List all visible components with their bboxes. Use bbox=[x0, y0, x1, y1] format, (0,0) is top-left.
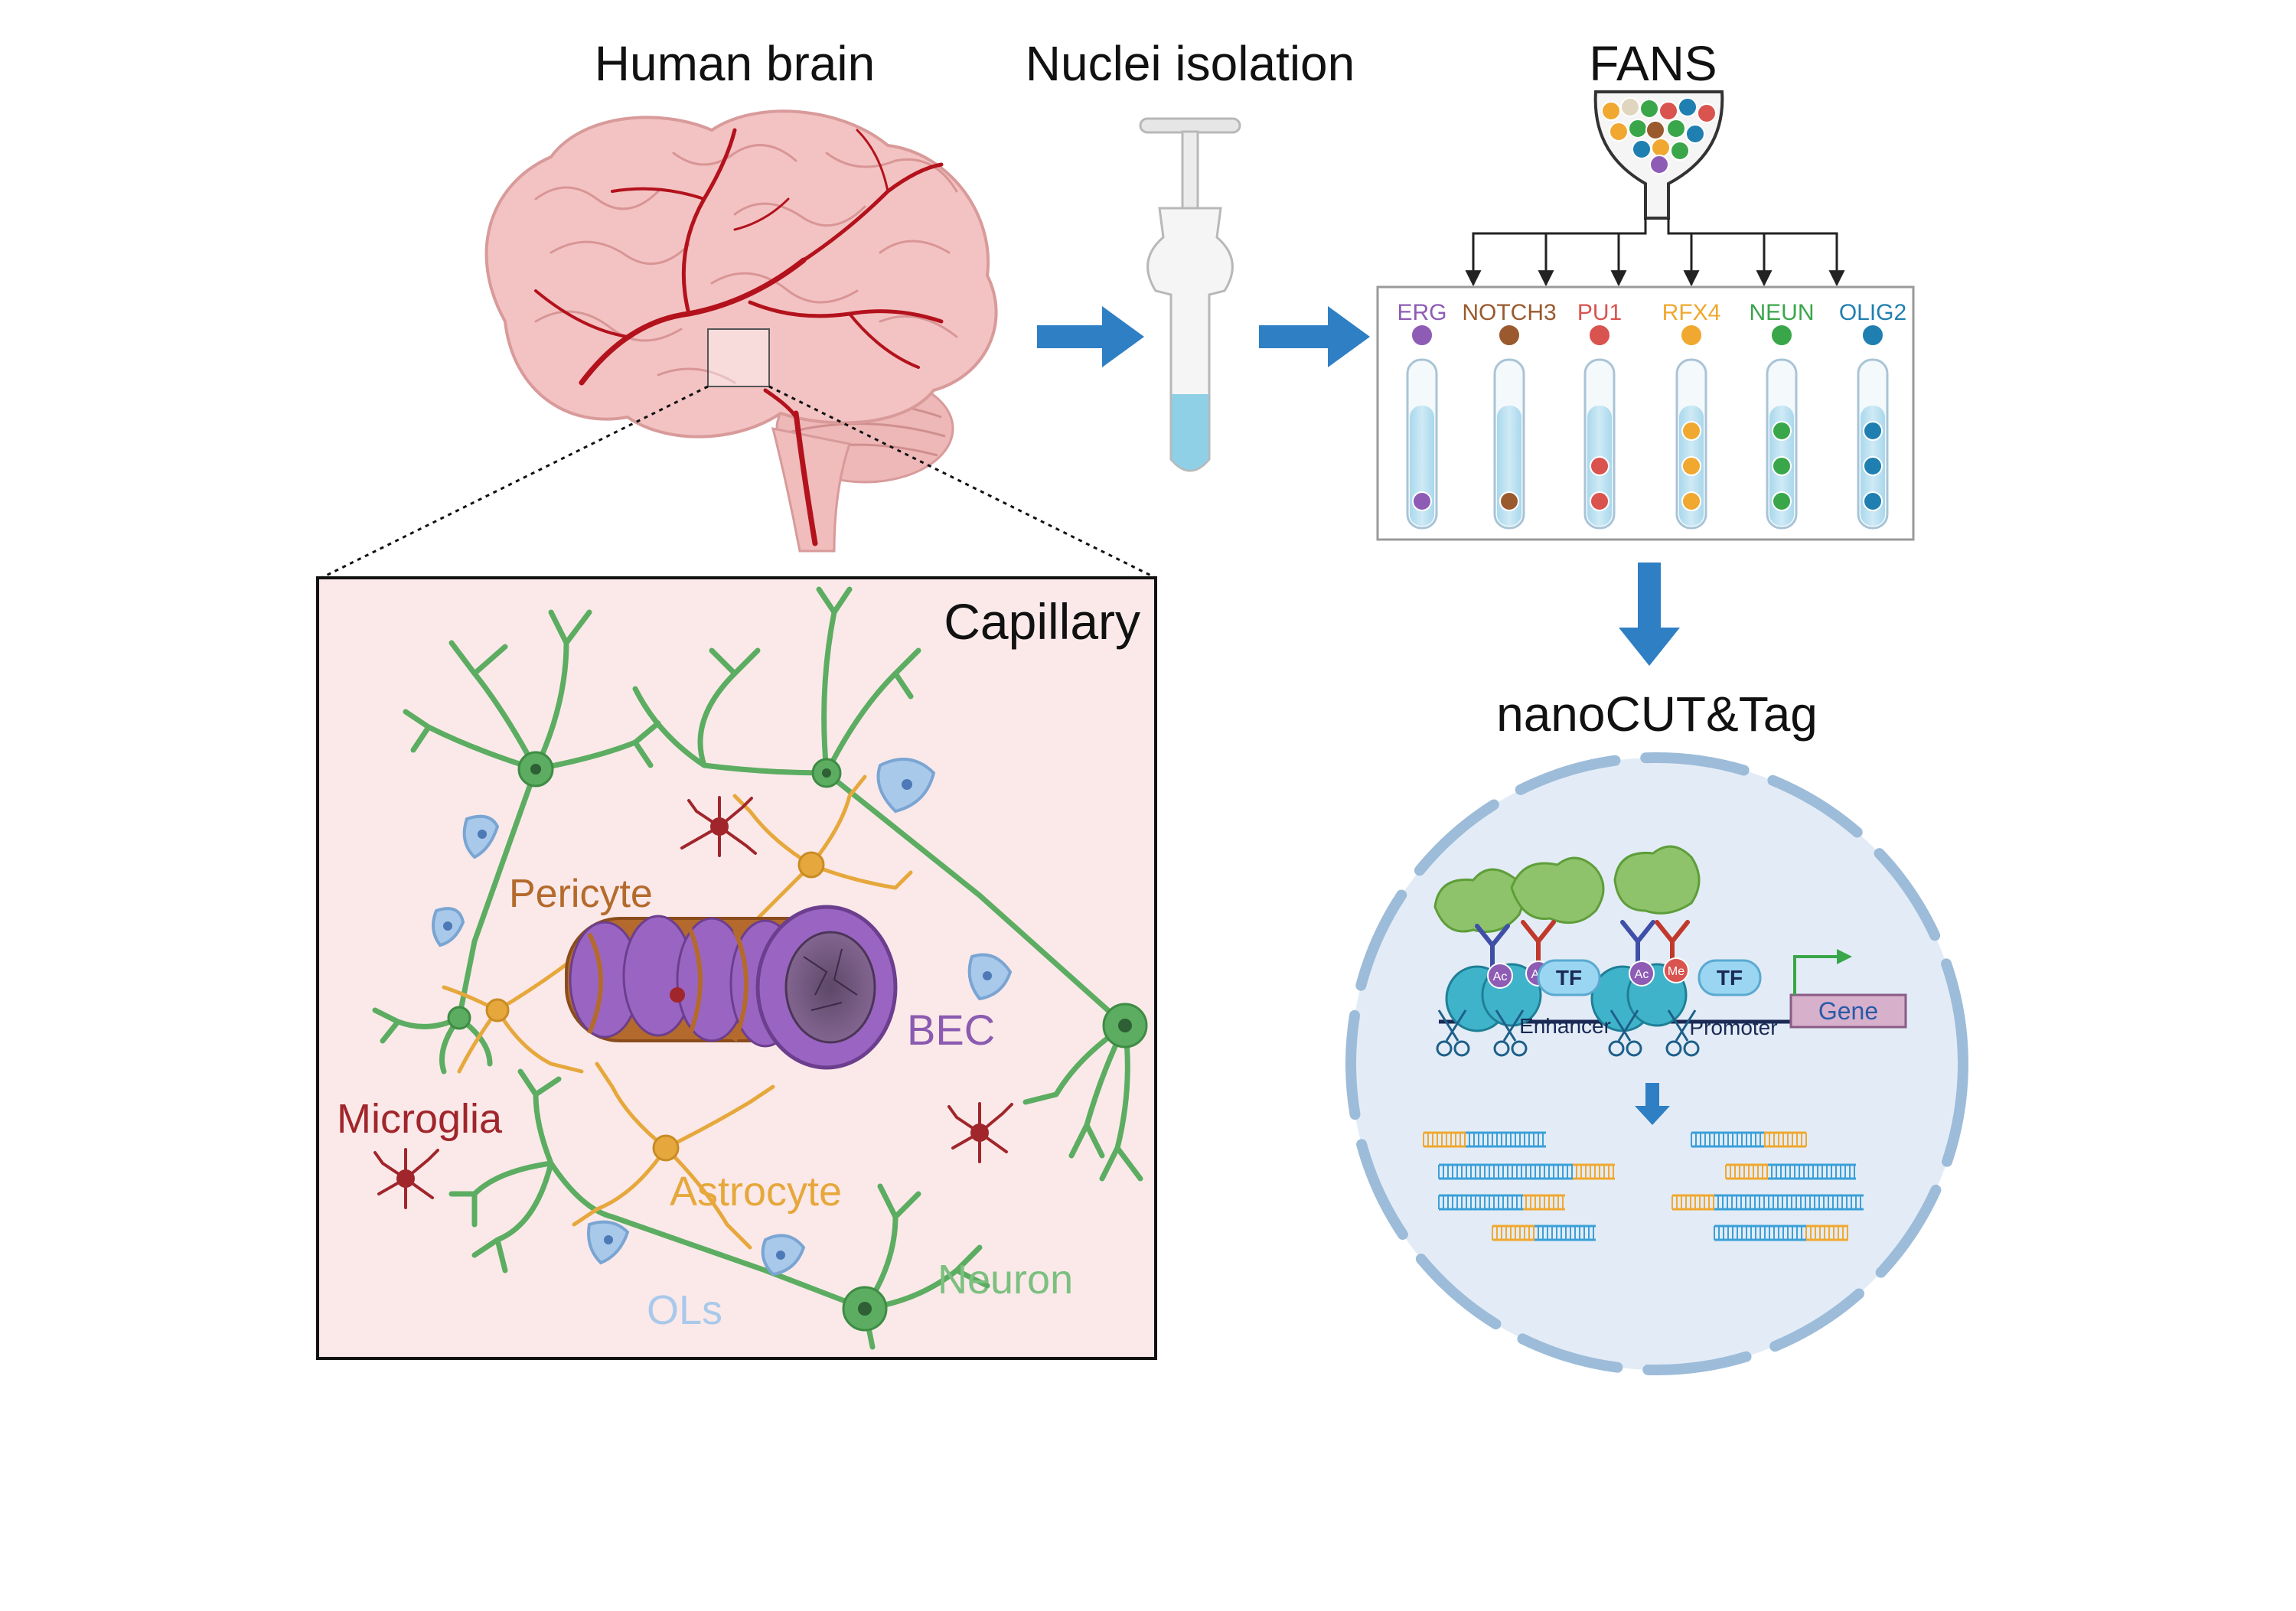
tube-rack-panel bbox=[1376, 285, 1915, 541]
marker-nucleus-rfx4 bbox=[1680, 324, 1703, 347]
bec-label: BEC bbox=[907, 1006, 995, 1054]
marker-label-olig2: OLIG2 bbox=[1839, 300, 1906, 325]
capillary-vessel bbox=[565, 905, 898, 1070]
dna-fragment bbox=[1492, 1225, 1596, 1241]
sorted-nuclei-cluster bbox=[1601, 97, 1717, 174]
tube-nucleus bbox=[1681, 456, 1701, 476]
scissors-icons bbox=[1436, 1009, 1700, 1057]
tube-nucleus bbox=[1772, 421, 1792, 441]
tf-promoter: TF bbox=[1698, 959, 1762, 996]
tube-nucleus bbox=[1863, 491, 1883, 511]
astrocyte-soma-3 bbox=[652, 1134, 680, 1162]
marker-nucleus-neun bbox=[1770, 324, 1793, 347]
svg-text:Ac: Ac bbox=[1493, 970, 1508, 983]
tube-nucleus bbox=[1590, 491, 1609, 511]
tube-nucleus bbox=[1772, 456, 1792, 476]
tube-nucleus bbox=[1499, 491, 1519, 511]
arrow-brain-to-nuclei bbox=[1037, 306, 1144, 367]
nuclei-isolation-title: Nuclei isolation bbox=[1026, 36, 1355, 91]
microglia-cells bbox=[373, 796, 1013, 1209]
tf-enhancer: TF bbox=[1537, 959, 1601, 996]
arrow-fans-to-nanocut bbox=[1619, 563, 1680, 666]
brain-illustration bbox=[321, 109, 1156, 579]
antibodies bbox=[1475, 920, 1690, 974]
marker-label-notch3: NOTCH3 bbox=[1462, 300, 1556, 325]
dna-fragment bbox=[1438, 1194, 1565, 1211]
astrocyte-soma-1 bbox=[797, 851, 825, 879]
capillary-title: Capillary bbox=[944, 593, 1140, 650]
tn5-complexes bbox=[1433, 845, 1701, 933]
gene-box bbox=[1789, 993, 1907, 1029]
dna-fragments bbox=[1423, 1131, 1864, 1241]
neuron-label: Neuron bbox=[938, 1257, 1073, 1303]
astrocyte-soma-2 bbox=[485, 998, 510, 1022]
microglia-label: Microglia bbox=[337, 1096, 503, 1142]
fans-title: FANS bbox=[1589, 36, 1717, 91]
capillary-panel: Capillary bbox=[316, 576, 1157, 1360]
enhancer-label: Enhancer bbox=[1519, 1014, 1611, 1038]
svg-text:TF: TF bbox=[1717, 966, 1743, 990]
svg-text:Me: Me bbox=[1668, 965, 1684, 978]
nanocut-nucleus: Ac Ac Ac Me TF TF Enhancer Promoter Gene bbox=[1345, 752, 1968, 1375]
svg-text:Ac: Ac bbox=[1635, 968, 1649, 981]
nuclei-isolation-tube bbox=[1139, 117, 1241, 472]
ols-label: OLs bbox=[647, 1287, 722, 1333]
marker-tubes: ERG NOTCH3 PU1 RFX4 NEUN OLIG2 bbox=[1397, 300, 1906, 530]
marker-label-rfx4: RFX4 bbox=[1662, 300, 1721, 325]
tube-nucleus bbox=[1681, 421, 1701, 441]
capillary-lumen bbox=[784, 931, 876, 1044]
dna-fragment bbox=[1438, 1163, 1615, 1180]
dna-fragment bbox=[1691, 1131, 1807, 1148]
flow-arrows bbox=[1037, 306, 1680, 666]
gene-label: Gene bbox=[1818, 997, 1878, 1025]
marker-label-pu1: PU1 bbox=[1577, 300, 1622, 325]
tube-nucleus bbox=[1863, 421, 1883, 441]
fans-funnel bbox=[1465, 90, 1845, 287]
marker-label-neun: NEUN bbox=[1749, 300, 1814, 325]
marker-nucleus-pu1 bbox=[1588, 324, 1611, 347]
tube-nucleus bbox=[1863, 456, 1883, 476]
dna-fragment bbox=[1725, 1163, 1856, 1180]
marker-nucleus-erg bbox=[1411, 324, 1433, 347]
fragment-arrow bbox=[1635, 1083, 1670, 1125]
pericyte-label: Pericyte bbox=[509, 872, 653, 916]
svg-text:TF: TF bbox=[1556, 966, 1582, 990]
tube-nucleus bbox=[1590, 456, 1609, 476]
neuron-cells bbox=[372, 586, 1143, 1350]
dna-fragment bbox=[1671, 1194, 1864, 1211]
tube-nucleus bbox=[1412, 491, 1432, 511]
astrocyte-label: Astrocyte bbox=[670, 1169, 842, 1215]
human-brain-title: Human brain bbox=[595, 36, 875, 91]
dna-fragment bbox=[1714, 1225, 1848, 1241]
marker-nucleus-olig2 bbox=[1861, 324, 1884, 347]
dna-fragment bbox=[1423, 1131, 1546, 1148]
tube-nucleus bbox=[1681, 491, 1701, 511]
zoom-region-box bbox=[707, 328, 770, 387]
nanocut-tag-title: nanoCUT&Tag bbox=[1496, 686, 1818, 742]
brain-stem bbox=[771, 427, 851, 553]
tss-arrow bbox=[1793, 955, 1841, 995]
promoter-label: Promoter bbox=[1689, 1016, 1777, 1039]
marker-label-erg: ERG bbox=[1397, 300, 1446, 325]
marker-nucleus-notch3 bbox=[1498, 324, 1521, 347]
astrocytes bbox=[442, 775, 913, 1250]
arrow-nuclei-to-fans bbox=[1259, 306, 1370, 367]
tube-nucleus bbox=[1772, 491, 1792, 511]
